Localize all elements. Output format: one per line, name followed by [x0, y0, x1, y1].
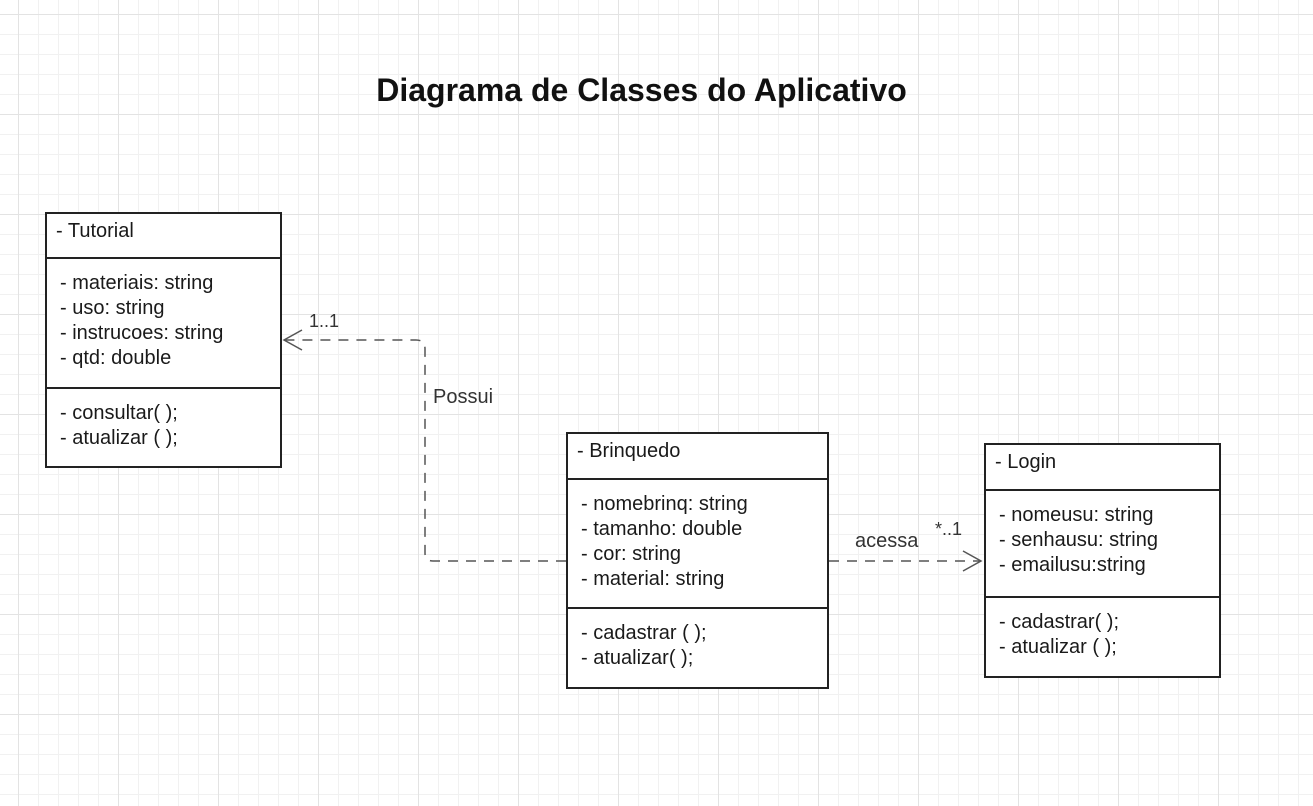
- method: - cadastrar ( );: [581, 622, 707, 644]
- attribute: - qtd: double: [60, 347, 172, 369]
- method: - atualizar( );: [581, 647, 694, 669]
- class-name: - Brinquedo: [568, 434, 827, 480]
- attribute: - cor: string: [581, 543, 682, 565]
- attribute: - senhausu: string: [999, 529, 1158, 551]
- method: - consultar( );: [60, 402, 178, 424]
- possui-connector: [284, 339, 566, 562]
- possui-arrowhead: [282, 329, 303, 351]
- attribute: - material: string: [581, 568, 725, 590]
- methods-section: - consultar( ); - atualizar ( );: [47, 389, 280, 451]
- attribute: - instrucoes: string: [60, 322, 224, 344]
- possui-multiplicity: 1..1: [309, 311, 340, 331]
- attributes-section: - nomebrinq: string - tamanho: double - …: [568, 480, 827, 609]
- attribute: - nomebrinq: string: [581, 493, 748, 515]
- acessa-arrowhead: [962, 550, 983, 572]
- method: - cadastrar( );: [999, 611, 1120, 633]
- attribute: - emailusu:string: [999, 554, 1146, 576]
- methods-section: - cadastrar ( ); - atualizar( );: [568, 609, 827, 671]
- attribute: - nomeusu: string: [999, 504, 1154, 526]
- methods-section: - cadastrar( ); - atualizar ( );: [986, 598, 1219, 660]
- acessa-label: acessa: [855, 530, 919, 552]
- attribute: - tamanho: double: [581, 518, 743, 540]
- attributes-section: - materiais: string - uso: string - inst…: [47, 259, 280, 389]
- attribute: - materiais: string: [60, 272, 214, 294]
- class-tutorial[interactable]: - Tutorial - materiais: string - uso: st…: [45, 212, 282, 468]
- diagram-title: Diagrama de Classes do Aplicativo: [376, 72, 907, 108]
- acessa-multiplicity: *..1: [935, 519, 963, 539]
- class-name: - Login: [986, 445, 1219, 491]
- attributes-section: - nomeusu: string - senhausu: string - e…: [986, 491, 1219, 598]
- class-login[interactable]: - Login - nomeusu: string - senhausu: st…: [984, 443, 1221, 678]
- class-brinquedo[interactable]: - Brinquedo - nomebrinq: string - tamanh…: [566, 432, 829, 689]
- possui-label: Possui: [433, 386, 494, 408]
- method: - atualizar ( );: [999, 636, 1117, 658]
- method: - atualizar ( );: [60, 427, 178, 449]
- class-name: - Tutorial: [47, 214, 280, 259]
- attribute: - uso: string: [60, 297, 165, 319]
